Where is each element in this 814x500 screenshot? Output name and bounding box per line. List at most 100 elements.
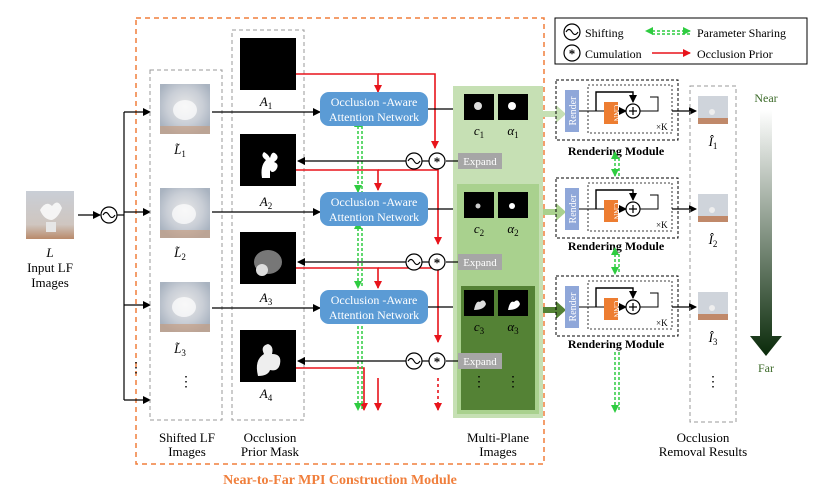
render-block-2 <box>565 188 579 230</box>
attention-network-1: Occlusion -Aware Attention Network <box>320 92 428 126</box>
legend-shifting-label: Shifting <box>585 26 624 40</box>
rendering-module-3: Render CNN ×K <box>555 275 679 337</box>
mpi-c2 <box>464 192 494 218</box>
mpi-alpha1 <box>498 94 528 120</box>
input-symbol: L <box>45 245 53 260</box>
times-k-3: ×K <box>656 318 668 328</box>
depth-far-label: Far <box>758 361 774 375</box>
cumulation-icon: * <box>563 44 581 62</box>
mask-image-1 <box>240 38 296 90</box>
input-shifting-icon <box>100 206 118 224</box>
render-label-1: Render <box>568 96 579 126</box>
shifted-lf-image-1 <box>160 84 210 134</box>
parameter-sharing-arrows-render <box>611 151 620 413</box>
shifted-label-1: L̃1 <box>173 142 186 159</box>
mask-label-4: A4 <box>259 386 273 403</box>
shifted-caption-line1: Shifted LF <box>159 430 215 445</box>
legend: Shifting Parameter Sharing * Cumulation … <box>554 17 808 65</box>
feedback-loop-3: * <box>297 352 458 370</box>
shifting-icon <box>563 23 581 41</box>
attention-network-2-line2: Attention Network <box>329 210 419 224</box>
expand-label-2: Expand <box>463 257 497 269</box>
expand-box-2: Expand <box>458 254 502 270</box>
results-column <box>689 85 737 423</box>
cnn-block-1 <box>604 102 618 124</box>
parameter-sharing-icon <box>645 27 691 35</box>
render-label-3: Render <box>568 292 579 322</box>
mask-image-3 <box>240 232 296 284</box>
results-ellipsis: ⋮ <box>706 375 720 390</box>
attention-network-3: Occlusion -Aware Attention Network <box>320 290 428 324</box>
cnn-label-1: CNN <box>612 105 621 122</box>
svg-text:*: * <box>569 46 576 61</box>
mask-column <box>231 29 305 421</box>
mpi-ellipsis-c: ⋮ <box>472 375 486 390</box>
result-label-3: Î3 <box>708 330 718 347</box>
rendering-module-2: Render CNN ×K <box>555 177 679 239</box>
expand-box-3: Expand <box>458 353 502 369</box>
mpi-c2-label: c2 <box>474 221 484 238</box>
rendering-module-1: Render CNN ×K <box>555 79 679 141</box>
depth-gradient-arrow <box>750 110 782 356</box>
mask-label-3: A3 <box>259 290 273 307</box>
shifted-lf-column <box>149 69 223 421</box>
mpi-to-render-arrow-3 <box>543 301 566 319</box>
input-label-line1: Input LF <box>27 260 73 275</box>
attention-network-1-line2: Attention Network <box>329 110 419 124</box>
mask-caption-line1: Occlusion <box>244 430 297 445</box>
result-label-1: Î1 <box>708 134 718 151</box>
feedback-loop-1: * <box>297 152 458 170</box>
mpi-alpha3-label: α3 <box>507 319 519 336</box>
legend-parameter-sharing-label: Parameter Sharing <box>697 26 786 40</box>
times-k-1: ×K <box>656 122 668 132</box>
svg-text:*: * <box>434 154 441 169</box>
mpi-c1-label: c1 <box>474 123 484 140</box>
attention-network-1-line1: Occlusion -Aware <box>331 95 418 109</box>
cnn-block-3 <box>604 298 618 320</box>
shifted-label-3: L̃3 <box>173 341 186 358</box>
results-caption-line1: Occlusion <box>677 430 730 445</box>
result-image-1 <box>698 96 728 124</box>
mpi-c3 <box>464 290 494 316</box>
feature-arrows <box>212 108 321 312</box>
result-image-2 <box>698 194 728 222</box>
cnn-block-2 <box>604 200 618 222</box>
shifted-ellipsis: ⋮ <box>179 375 193 390</box>
render-label-2: Render <box>568 194 579 224</box>
mpi-alpha2 <box>498 192 528 218</box>
rendering-module-label-1: Rendering Module <box>568 144 665 158</box>
mpi-construction-module-border <box>135 17 545 465</box>
render-output-arrows <box>672 107 697 311</box>
attention-network-2-line1: Occlusion -Aware <box>331 195 418 209</box>
shift-branch-lines <box>117 108 151 404</box>
attention-network-3-line2: Attention Network <box>329 308 419 322</box>
cnn-label-3: CNN <box>612 301 621 318</box>
cnn-label-2: CNN <box>612 203 621 220</box>
mask-caption-line2: Prior Mask <box>241 444 300 459</box>
legend-occlusion-prior-label: Occlusion Prior <box>697 47 773 61</box>
expand-box-1: Expand <box>458 153 502 169</box>
shifted-caption-line2: Images <box>168 444 206 459</box>
shifted-lf-image-3 <box>160 282 210 332</box>
mpi-caption-line1: Multi-Plane <box>467 430 529 445</box>
legend-box <box>554 17 808 65</box>
mpi-caption-line2: Images <box>479 444 517 459</box>
mpi-alpha2-label: α2 <box>507 221 518 238</box>
depth-near-label: Near <box>754 91 777 105</box>
feedback-loop-2: * <box>297 253 458 271</box>
mpi-alpha3 <box>498 290 528 316</box>
rendering-module-label-3: Rendering Module <box>568 337 665 351</box>
shifted-label-2: L̃2 <box>173 245 186 262</box>
rendering-module-label-2: Rendering Module <box>568 239 665 253</box>
attention-network-2: Occlusion -Aware Attention Network <box>320 192 428 226</box>
input-lf-image <box>26 191 74 239</box>
svg-text:*: * <box>434 354 441 369</box>
mpi-c1 <box>464 94 494 120</box>
module-title: Near-to-Far MPI Construction Module <box>223 473 457 488</box>
render-block-3 <box>565 286 579 328</box>
legend-cumulation-label: Cumulation <box>585 47 642 61</box>
attention-network-3-line1: Occlusion -Aware <box>331 293 418 307</box>
mask-label-2: A2 <box>259 194 272 211</box>
mpi-ellipsis-alpha: ⋮ <box>506 375 520 390</box>
